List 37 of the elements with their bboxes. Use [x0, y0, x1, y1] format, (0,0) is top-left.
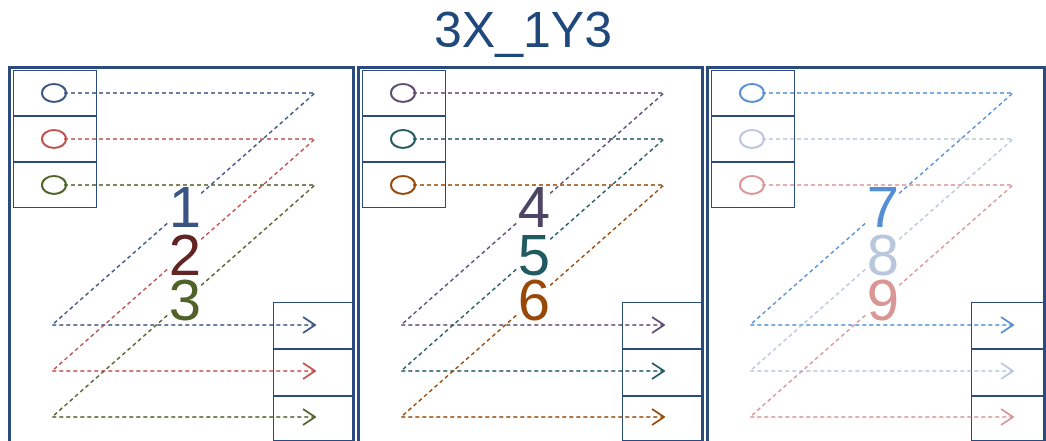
step-number: 9: [866, 279, 900, 321]
input-cell: [711, 116, 795, 162]
step-number: 3: [168, 279, 202, 321]
dashed-arrow: [50, 92, 317, 334]
input-cell: [362, 116, 446, 162]
output-cell: [971, 396, 1046, 441]
step-number: 5: [517, 234, 551, 276]
output-cell: [971, 302, 1046, 349]
dashed-arrow: [748, 92, 1015, 334]
dashed-arrow: [748, 138, 1015, 380]
output-cell: [273, 396, 355, 441]
input-cell: [711, 70, 795, 116]
input-cell: [13, 116, 97, 162]
output-cell: [622, 302, 704, 349]
output-cell: [622, 349, 704, 396]
input-cell: [13, 162, 97, 208]
input-cell: [13, 70, 97, 116]
step-number: 1: [168, 186, 202, 228]
step-number: 2: [168, 234, 202, 276]
input-cell: [362, 70, 446, 116]
step-number: 6: [517, 279, 551, 321]
step-number: 4: [517, 186, 551, 228]
step-number: 8: [866, 234, 900, 276]
dashed-arrow: [50, 138, 317, 380]
step-number: 7: [866, 186, 900, 228]
dashed-arrow: [399, 92, 666, 334]
dashed-arrow: [748, 184, 1015, 426]
dashed-arrow: [399, 138, 666, 380]
diagram-title: 3X_1Y3: [434, 2, 612, 58]
output-cell: [273, 349, 355, 396]
input-cell: [711, 162, 795, 208]
output-cell: [622, 396, 704, 441]
dashed-arrow: [399, 184, 666, 426]
output-cell: [273, 302, 355, 349]
output-cell: [971, 349, 1046, 396]
input-cell: [362, 162, 446, 208]
dashed-arrow: [50, 184, 317, 426]
